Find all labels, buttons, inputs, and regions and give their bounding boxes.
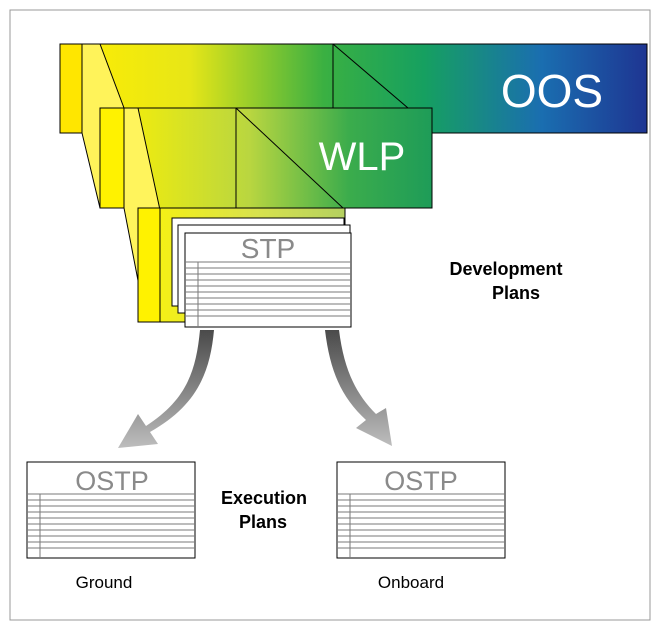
- ostp-onboard-card: OSTP: [336, 461, 506, 559]
- onboard-caption: Onboard: [378, 573, 444, 592]
- development-plans-label: Development Plans: [449, 259, 562, 303]
- oos-label: OOS: [501, 65, 603, 117]
- wlp-band: WLP: [81, 43, 433, 209]
- development-label-line1: Development: [449, 259, 562, 279]
- stp-card-stack: STP: [171, 217, 352, 328]
- ostp-ground-card: OSTP: [26, 461, 196, 559]
- development-label-line2: Plans: [492, 283, 540, 303]
- arrow-to-ground: [118, 330, 214, 448]
- arrow-to-onboard: [325, 330, 392, 446]
- outer-frame: [9, 9, 651, 621]
- execution-label-line1: Execution: [221, 488, 307, 508]
- execution-label-line2: Plans: [239, 512, 287, 532]
- ostp-ground-label: OSTP: [75, 466, 149, 496]
- stp-label: STP: [241, 233, 295, 264]
- ostp-onboard-label: OSTP: [384, 466, 458, 496]
- execution-plans-label: Execution Plans: [221, 488, 307, 532]
- ground-caption: Ground: [76, 573, 133, 592]
- wlp-label: WLP: [319, 135, 406, 179]
